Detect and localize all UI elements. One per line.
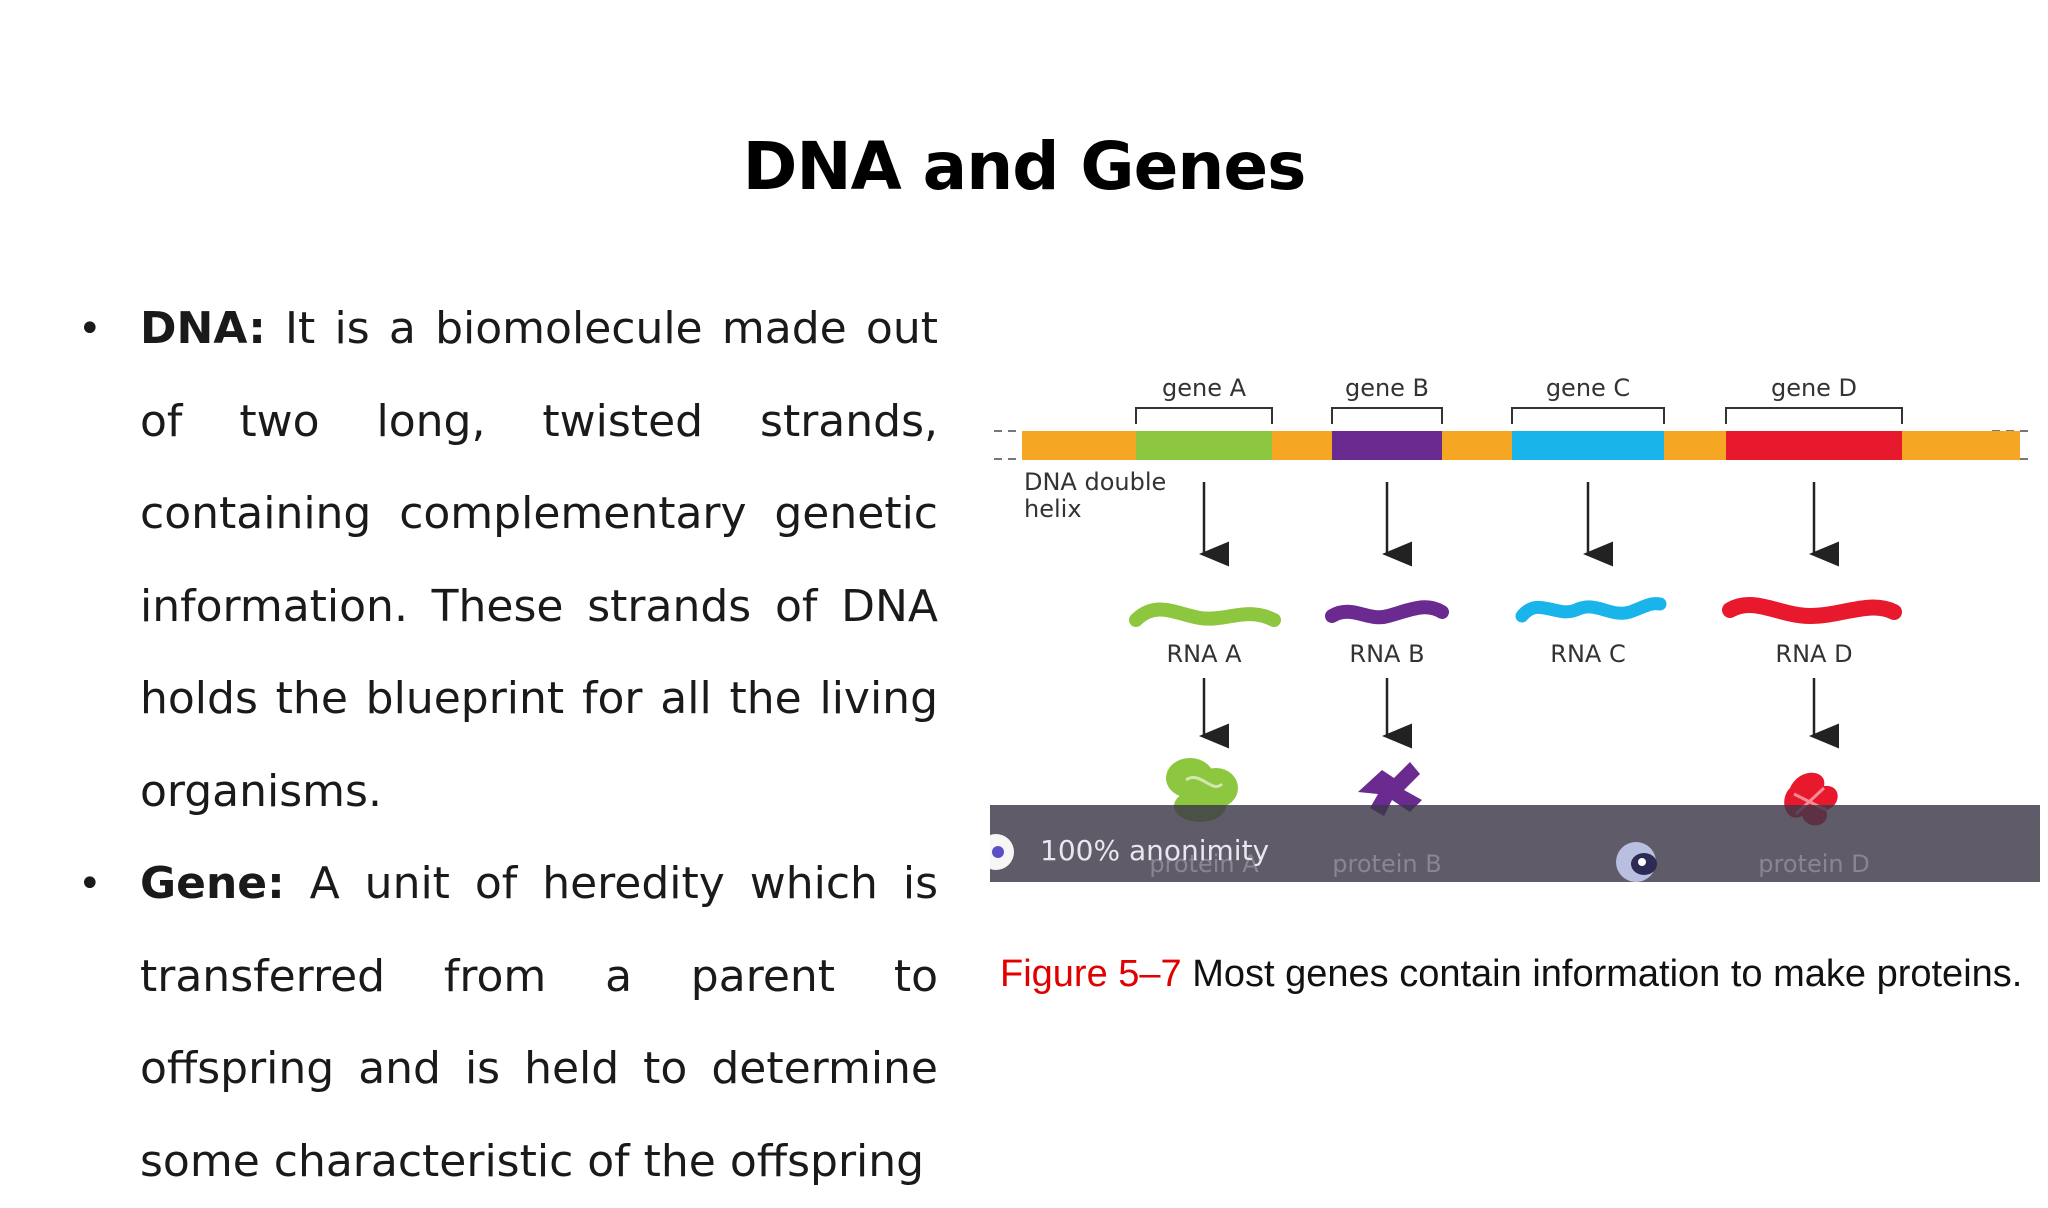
- rna-strand-d: [1722, 597, 1902, 625]
- arrows-to-protein: [1199, 678, 1839, 749]
- mascot-icon: [1616, 842, 1657, 882]
- protein-label-d: protein D: [1758, 850, 1869, 878]
- caption-label: Figure 5–7: [1000, 953, 1182, 995]
- rna-label-d: RNA D: [1775, 640, 1852, 668]
- gene-segment-a: [1136, 431, 1272, 460]
- gene-label-b: gene B: [1345, 374, 1429, 402]
- gene-segment-c: [1512, 431, 1664, 460]
- bullet-gene: • Gene: A unit of heredity which is tran…: [78, 838, 938, 1208]
- protein-label-a: protein A: [1149, 850, 1259, 878]
- protein-shape-b: [1358, 762, 1422, 816]
- caption-text: Most genes contain information to make p…: [1181, 953, 2023, 995]
- anonimity-overlay: [990, 805, 2040, 882]
- rna-strand-c: [1515, 597, 1667, 623]
- gene-expression-figure: gene A gene B gene C gene D DNA double h…: [990, 300, 2040, 1020]
- bullet-dot: •: [78, 306, 102, 352]
- gene-label-c: gene C: [1546, 374, 1630, 402]
- gene-label-a: gene A: [1162, 374, 1247, 402]
- dna-label-line1: DNA double: [1024, 468, 1166, 496]
- slide-title: DNA and Genes: [742, 128, 1307, 205]
- rna-label-b: RNA B: [1349, 640, 1424, 668]
- bullet-text: It is a biomolecule made out of two long…: [140, 303, 938, 817]
- rna-label-a: RNA A: [1166, 640, 1242, 668]
- rna-strand-a: [1129, 602, 1281, 627]
- gene-segment-b: [1332, 431, 1442, 460]
- bullet-dot: •: [78, 861, 102, 907]
- dna-bar: [1022, 431, 2020, 460]
- bullet-term: DNA:: [140, 303, 266, 354]
- rna-strand-b: [1325, 600, 1449, 625]
- figure-caption: Figure 5–7 Most genes contain informatio…: [1000, 953, 2022, 996]
- dna-label-line2: helix: [1024, 495, 1082, 523]
- protein-label-b: protein B: [1332, 850, 1441, 878]
- bullet-dna: • DNA: It is a biomolecule made out of t…: [78, 283, 938, 838]
- rna-strands: [1129, 597, 1902, 627]
- gene-brackets: [1135, 407, 1903, 424]
- overlay-text: 100% anonimity: [1040, 834, 1269, 867]
- bullet-list: • DNA: It is a biomolecule made out of t…: [78, 283, 938, 1208]
- figure-diagram: gene A gene B gene C gene D DNA double h…: [990, 374, 2040, 882]
- rna-label-c: RNA C: [1550, 640, 1625, 668]
- gene-label-d: gene D: [1771, 374, 1857, 402]
- gene-segment-d: [1726, 431, 1902, 460]
- arrows-to-rna: [1199, 482, 1839, 567]
- bullet-term: Gene:: [140, 858, 285, 909]
